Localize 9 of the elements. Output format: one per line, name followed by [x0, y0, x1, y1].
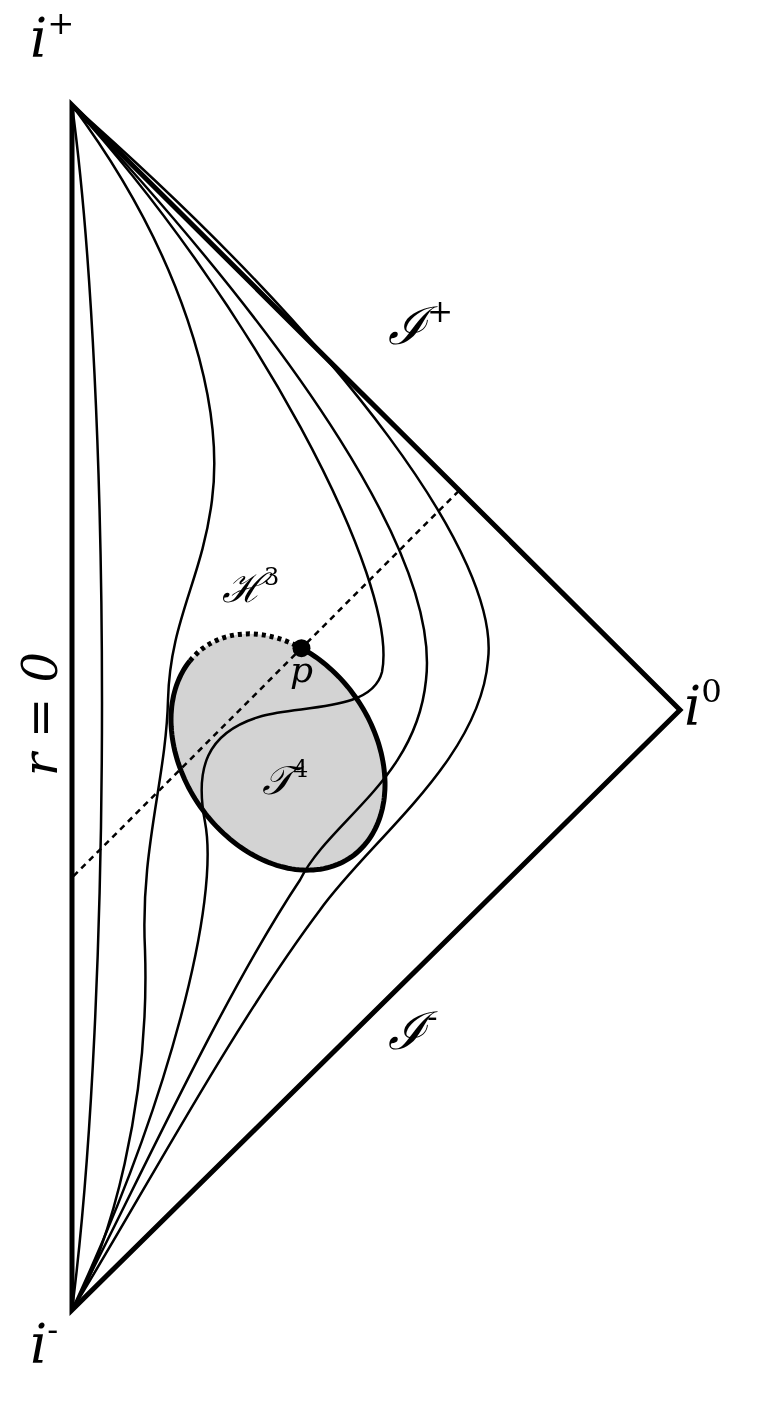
math-label: r = 0: [16, 651, 65, 777]
math-label: ℐ$^{-}$: [388, 1005, 438, 1057]
math-label: ℋ$^{3}$: [222, 568, 280, 608]
math-label: i$^{+}$: [30, 12, 75, 66]
math-label: p: [290, 652, 314, 688]
math-label: 𝒯$^{4}$: [262, 760, 309, 800]
math-label: i$^{0}$: [684, 680, 722, 734]
math-label: ℐ$^{+}$: [388, 300, 454, 352]
math-label: i$^{-}$: [30, 1318, 59, 1372]
